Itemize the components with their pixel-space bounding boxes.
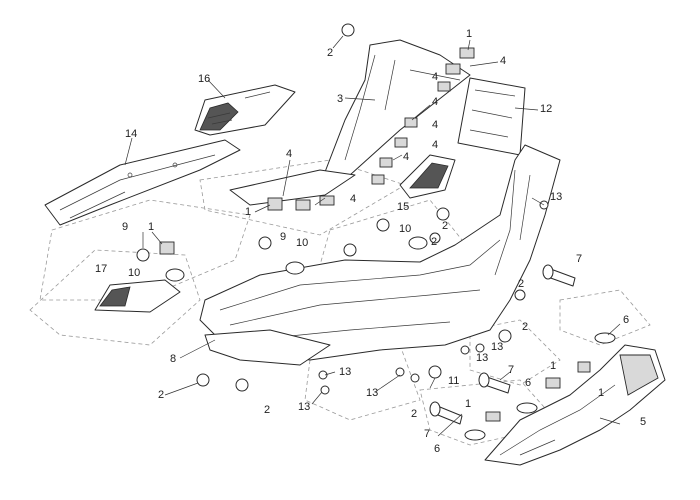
callout-7: 7 [576,253,582,265]
callout-4: 4 [432,139,438,151]
callout-3: 3 [337,93,343,105]
pad-part-15 [399,154,456,199]
callout-1: 1 [148,221,154,233]
callout-6: 6 [434,443,440,455]
callout-10: 10 [296,237,308,249]
callout-10: 10 [399,223,411,235]
clips-parts-1-4 [159,47,591,422]
leader-lines [124,35,621,437]
callout-8: 8 [170,353,176,365]
callout-labels: 2 1 4 16 3 12 4 4 14 4 4 4 4 1 4 15 13 9… [95,28,646,455]
callout-1: 1 [245,206,251,218]
callout-13: 13 [476,352,488,364]
callout-4: 4 [432,96,438,108]
side-panel-part-14 [44,139,241,226]
callout-6: 6 [623,314,629,326]
panel-part-12 [457,77,526,156]
callout-2: 2 [158,389,164,401]
callout-7: 7 [508,364,514,376]
callout-6: 6 [525,377,531,389]
callout-13: 13 [366,387,378,399]
callout-4: 4 [286,148,292,160]
callout-9: 9 [280,231,286,243]
callout-7: 7 [424,428,430,440]
callout-9: 9 [122,221,128,233]
callout-2: 2 [518,278,524,290]
rear-frame-part-8 [199,144,561,366]
callout-2: 2 [327,47,333,59]
callout-2: 2 [264,404,270,416]
cover-part-16 [194,84,296,136]
washers-part-6 [464,332,616,441]
bolts-part-7 [429,264,576,425]
callout-4: 4 [350,193,356,205]
callout-13: 13 [491,341,503,353]
pad-part-17 [94,279,181,313]
callout-12: 12 [540,103,552,115]
callout-1: 1 [598,387,604,399]
callout-16: 16 [198,73,210,85]
callout-4: 4 [432,119,438,131]
callout-5: 5 [640,416,646,428]
bracket-part-5 [484,344,666,466]
callout-1: 1 [550,360,556,372]
callout-15: 15 [397,201,409,213]
callout-1: 1 [466,28,472,40]
callout-2: 2 [522,321,528,333]
frame-part-3 [229,39,471,206]
callout-4: 4 [432,71,438,83]
callout-1: 1 [465,398,471,410]
callout-4: 4 [403,151,409,163]
callout-14: 14 [125,128,137,140]
callout-10: 10 [128,267,140,279]
callout-2: 2 [431,236,437,248]
callout-13: 13 [550,191,562,203]
callout-2: 2 [411,408,417,420]
callout-2: 2 [442,220,448,232]
washers-part-10 [165,236,428,282]
callout-11: 11 [448,375,459,387]
callout-13: 13 [298,401,310,413]
callout-17: 17 [95,263,107,275]
screws-fasteners [136,23,549,395]
callout-13: 13 [339,366,351,378]
callout-4: 4 [500,55,506,67]
